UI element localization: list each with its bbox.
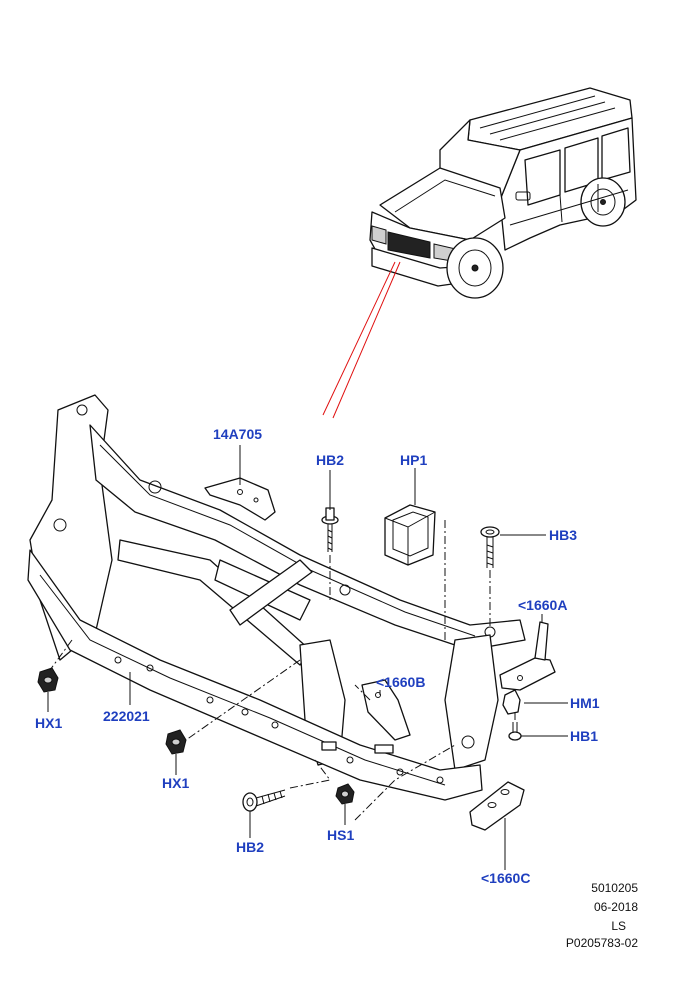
callout-HB2-bottom[interactable]: HB2 — [236, 839, 265, 855]
callout-HX1-mid[interactable]: HX1 — [162, 775, 190, 791]
front-end-carrier — [27, 394, 526, 801]
clip-HX1-left — [37, 667, 59, 693]
callout-1660B[interactable]: <1660B — [376, 674, 426, 690]
callout-1660A[interactable]: <1660A — [518, 597, 568, 613]
bolt-HB2-bottom — [242, 789, 286, 812]
callout-HS1[interactable]: HS1 — [327, 827, 355, 843]
reference-model: LS — [611, 919, 626, 933]
reference-date: 06-2018 — [593, 900, 638, 914]
pad-HP1 — [384, 504, 436, 566]
assembly-lines — [49, 520, 516, 821]
reference-code: 5010205 — [591, 881, 638, 895]
clip-HX1-mid — [165, 729, 187, 755]
bracket-1660A — [499, 621, 556, 691]
vehicle-illustration — [369, 87, 637, 299]
bolt-HB1 — [508, 722, 522, 741]
callout-1660C[interactable]: <1660C — [481, 870, 531, 886]
callout-14A705[interactable]: 14A705 — [213, 426, 263, 442]
nut-HM1 — [502, 689, 521, 715]
callout-leaders — [47, 445, 568, 870]
bolt-HB2-top — [321, 507, 339, 552]
callout-HX1-left[interactable]: HX1 — [35, 715, 63, 731]
reference-drawing: P0205783-02 — [565, 936, 638, 950]
spacer-HS1 — [335, 783, 355, 805]
callout-HM1[interactable]: HM1 — [570, 695, 600, 711]
bracket-14A705 — [204, 477, 276, 521]
bolt-HB3 — [480, 526, 500, 568]
callout-222021[interactable]: 222021 — [103, 708, 150, 724]
callout-HB2-top[interactable]: HB2 — [316, 452, 345, 468]
callout-HB3[interactable]: HB3 — [549, 527, 578, 543]
bracket-1660C — [469, 781, 525, 831]
vehicle-leader — [322, 261, 401, 419]
callout-HB1[interactable]: HB1 — [570, 728, 599, 744]
callout-HP1[interactable]: HP1 — [400, 452, 428, 468]
